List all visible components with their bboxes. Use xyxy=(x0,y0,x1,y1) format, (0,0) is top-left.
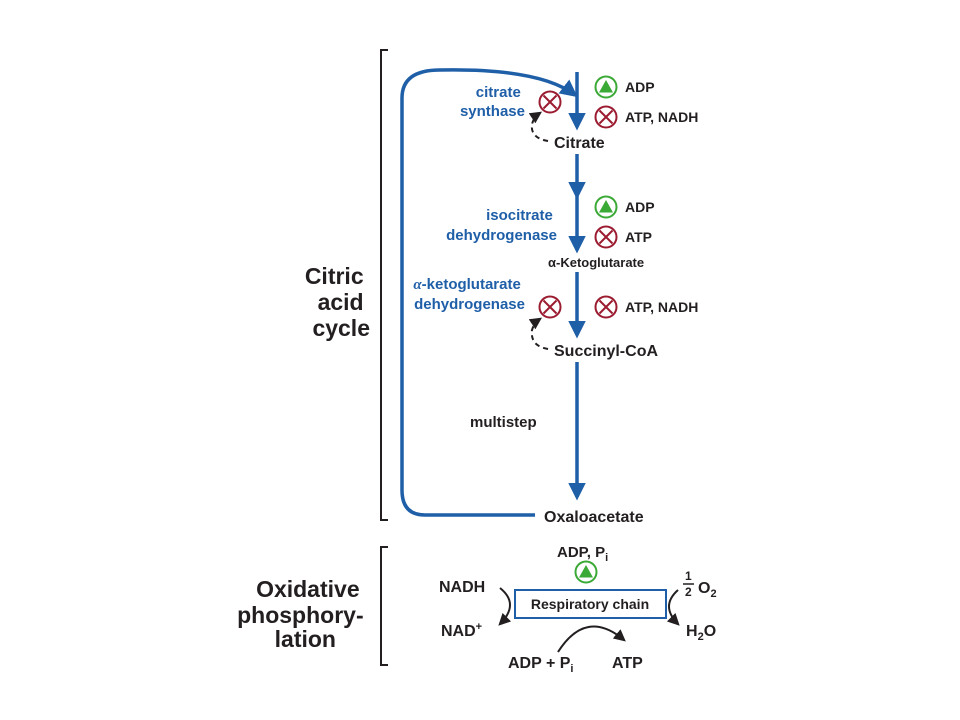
idh-adp-activator-icon xyxy=(594,195,618,219)
citrate-feedback-arrow xyxy=(528,111,549,142)
half-numerator: 1 xyxy=(685,569,692,583)
nadh-to-nad-arrow xyxy=(498,587,512,626)
idh-inhibitor-label: ATP xyxy=(625,229,652,245)
nadh-label: NADH xyxy=(439,579,485,596)
citric-cycle-label: Citric acid cycle xyxy=(305,263,370,341)
citrate-synthase-atp-inhibitor-icon xyxy=(594,105,618,129)
idh-atp-inhibitor-icon xyxy=(594,225,618,249)
cs-inhibitor-label: ATP, NADH xyxy=(625,109,698,125)
oxphos-input-label: ADP, Pi xyxy=(557,544,608,564)
citrate-synthase-inhibition-icon xyxy=(538,90,562,114)
citrate-label: Citrate xyxy=(554,135,605,152)
multistep-label: multistep xyxy=(470,414,537,431)
h2o-label: H2O xyxy=(686,623,716,643)
akgdh-atp-inhibitor-icon xyxy=(594,295,618,319)
succinyl-coa-label: Succinyl-CoA xyxy=(554,343,658,360)
oxphos-adp-activator-icon xyxy=(574,560,598,584)
adp-pi-label: ADP + Pi xyxy=(508,655,573,675)
respiratory-chain-box xyxy=(514,589,667,619)
oxaloacetate-label: Oxaloacetate xyxy=(544,509,644,526)
cycle-return-arrow xyxy=(400,68,578,517)
adp-to-atp-arrow xyxy=(557,625,626,653)
atp-label: ATP xyxy=(612,655,643,672)
a-ketoglutarate-label: α-Ketoglutarate xyxy=(548,255,644,270)
oxphos-bracket xyxy=(380,546,388,666)
o2-to-h2o-arrow xyxy=(666,589,680,626)
citrate-synthase-adp-activator-icon xyxy=(594,75,618,99)
succinyl-coa-feedback-arrow xyxy=(528,317,549,350)
oxphos-label: Oxidative phosphory- lation xyxy=(237,576,370,652)
isocitrate-dehydrogenase-label: isocitrate dehydrogenase xyxy=(446,207,557,244)
o2-label: O2 xyxy=(698,580,717,600)
nad-label: NAD+ xyxy=(441,621,482,640)
idh-activator-label: ADP xyxy=(625,199,655,215)
akg-dehydrogenase-label: α-ketoglutarate dehydrogenase xyxy=(413,276,525,313)
citric-cycle-bracket xyxy=(380,49,388,521)
akgdh-inhibitor-label: ATP, NADH xyxy=(625,299,698,315)
akgdh-inhibition-icon xyxy=(538,295,562,319)
cs-activator-label: ADP xyxy=(625,79,655,95)
half-denominator: 2 xyxy=(685,585,692,599)
citrate-synthase-label: citrate synthase xyxy=(460,84,525,120)
respiratory-chain-label: Respiratory chain xyxy=(531,596,649,612)
